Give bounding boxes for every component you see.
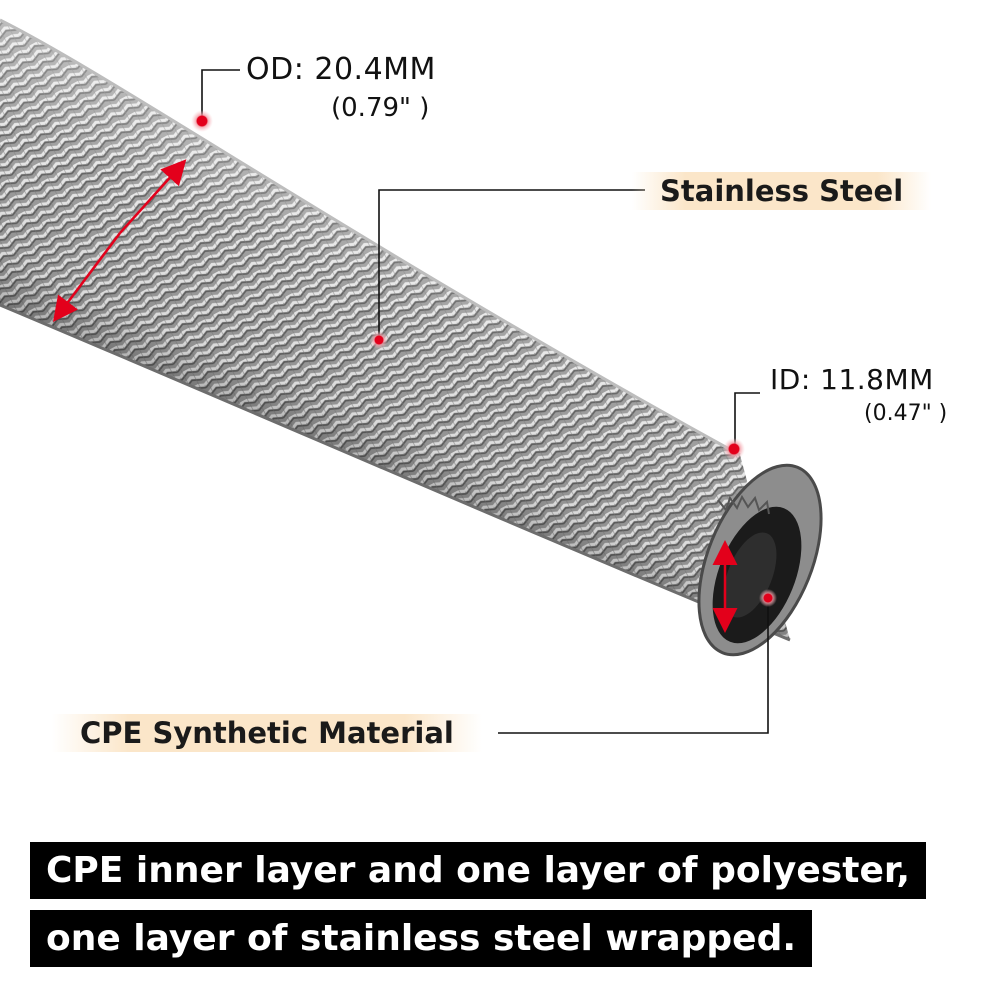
cpe-material-tag: CPE Synthetic Material bbox=[52, 714, 482, 752]
steel-marker-dot bbox=[370, 331, 388, 349]
id-leader-line bbox=[734, 392, 760, 447]
cpe-leader-line bbox=[498, 597, 769, 734]
cpe-marker-dot bbox=[759, 589, 777, 607]
steel-leader-line bbox=[378, 189, 645, 338]
stainless-steel-tag: Stainless Steel bbox=[632, 172, 932, 210]
id-label: ID: 11.8MM bbox=[770, 363, 934, 396]
caption-line-1: CPE inner layer and one layer of polyest… bbox=[30, 842, 926, 899]
od-label: OD: 20.4MM bbox=[246, 52, 436, 87]
od-inch-label: (0.79" ) bbox=[331, 93, 430, 123]
id-marker-dot bbox=[723, 438, 745, 460]
od-leader-line bbox=[201, 69, 240, 118]
hose-shading bbox=[0, 20, 790, 640]
od-marker-dot bbox=[191, 110, 213, 132]
id-inch-label: (0.47" ) bbox=[864, 401, 948, 426]
od-dimension-arrow bbox=[119, 159, 187, 234]
caption-line-2: one layer of stainless steel wrapped. bbox=[30, 910, 813, 967]
